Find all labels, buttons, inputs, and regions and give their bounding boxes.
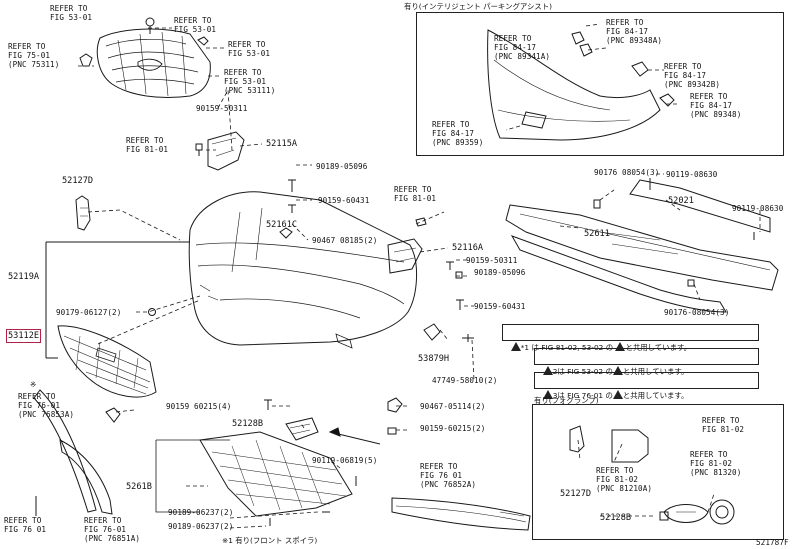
fog-lamp-drawing xyxy=(569,425,735,525)
refer-fig-81-02-label[interactable]: REFER TO FIG 81-02 (PNC 81320) xyxy=(690,450,742,477)
part-number-label[interactable]: 52611 xyxy=(584,229,610,239)
note-text-1: *1 は FIG 81-02, 53-02 の xyxy=(520,343,614,352)
part-number-label[interactable]: 90159-60215(2) xyxy=(420,424,486,433)
refer-fig-75-01-label[interactable]: REFER TO FIG 75-01 (PNC 75311) xyxy=(8,42,60,69)
refer-fig-53-01-pnc-label[interactable]: REFER TO FIG 53-01 (PNC 53111) xyxy=(224,68,276,95)
note-text-1b: と共用しています。 xyxy=(625,343,692,352)
selected-part-number-53112e[interactable]: 53112E xyxy=(5,329,42,343)
part-number-label[interactable]: 90176-08054(3) xyxy=(664,308,730,317)
part-number-label[interactable]: 90189-06237(2) xyxy=(168,522,234,531)
refer-fig-76-01-label[interactable]: REFER TO FIG 76 01 xyxy=(4,516,47,534)
part-number-label[interactable]: 5261B xyxy=(126,482,152,492)
front-spoiler-drawing xyxy=(391,497,531,531)
part-number-label[interactable]: 90189-06237(2) xyxy=(168,508,234,517)
part-number-label[interactable]: 90189-05096 xyxy=(316,162,368,171)
part-number-label[interactable]: 52021 xyxy=(668,196,694,206)
part-number-label[interactable]: 90159-60431 xyxy=(318,196,370,205)
part-number-label[interactable]: 90189-05096 xyxy=(474,268,526,277)
part-number-label[interactable]: 52127D xyxy=(62,176,94,186)
part-number-label[interactable]: 90176 08054(3) xyxy=(594,168,660,177)
bumper-cover-drawing xyxy=(188,191,418,349)
refer-fig-81-01-label[interactable]: REFER TO FIG 81-01 xyxy=(394,185,437,203)
part-number-label[interactable]: 52128B xyxy=(600,513,632,523)
part-number-label[interactable]: 90159-60431 xyxy=(474,302,526,311)
refer-fig-81-02-label[interactable]: REFER TO FIG 81-02 (PNC 81210A) xyxy=(596,466,653,493)
fog-lamp-inset-box xyxy=(532,404,784,540)
star-note-label: ※ xyxy=(30,380,37,389)
diagram-id: 521787F xyxy=(756,538,789,547)
part-number-label[interactable]: 52115A xyxy=(266,139,298,149)
part-number-label[interactable]: 90119-06819(5) xyxy=(312,456,378,465)
warning-triangle-icon xyxy=(612,390,623,399)
part-number-label[interactable]: 90119-08630 xyxy=(666,170,718,179)
part-number-label[interactable]: 90467-05114(2) xyxy=(420,402,486,411)
part-number-label[interactable]: 90119-08630 xyxy=(732,204,784,213)
refer-fig-76-01-label[interactable]: REFER TO FIG 76-01 (PNC 76853A) xyxy=(18,392,75,419)
refer-fig-84-17-label[interactable]: REFER TO FIG 84-17 (PNC 89359) xyxy=(432,120,484,147)
part-number-label[interactable]: 52161C xyxy=(266,220,298,230)
part-number-label[interactable]: 52119A xyxy=(8,272,40,282)
part-number-label[interactable]: 52116A xyxy=(452,243,484,253)
warning-triangle-icon xyxy=(510,342,521,351)
refer-fig-84-17-label[interactable]: REFER TO FIG 84-17 (PNC 89348A) xyxy=(606,18,663,45)
part-number-label[interactable]: 90467 08185(2) xyxy=(312,236,378,245)
refer-fig-84-17-label[interactable]: REFER TO FIG 84-17 (PNC 89348) xyxy=(690,92,742,119)
refer-fig-84-17-label[interactable]: REFER TO FIG 84-17 (PNC 89342B) xyxy=(664,62,721,89)
part-number-label[interactable]: 90159 60215(4) xyxy=(166,402,232,411)
part-number-label[interactable]: 53879H xyxy=(418,354,450,364)
part-number-label[interactable]: 52127D xyxy=(560,489,592,499)
note-text-3b: と共用しています。 xyxy=(622,391,689,400)
part-number-label[interactable]: 90159-50311 xyxy=(196,104,248,113)
warning-triangle-icon xyxy=(612,366,623,375)
note-box-1: *1 は FIG 81-02, 53-02 の と共用しています。 xyxy=(502,324,759,352)
part-number-label[interactable]: 52128B xyxy=(232,419,264,429)
under-cover-drawing xyxy=(199,431,353,517)
refer-fig-53-01-label[interactable]: REFER TO FIG 53-01 xyxy=(228,40,271,58)
part-number-label[interactable]: 90179-06127(2) xyxy=(56,308,122,317)
upper-grille-drawing xyxy=(96,28,211,98)
warning-triangle-icon xyxy=(615,342,626,351)
refer-fig-53-01-label[interactable]: REFER TO FIG 53-01 xyxy=(174,16,217,34)
refer-fig-81-01-label[interactable]: REFER TO FIG 81-01 xyxy=(126,136,169,154)
warning-triangle-icon xyxy=(542,390,553,399)
refer-fig-84-17-label[interactable]: REFER TO FIG 84-17 (PNC 89341A) xyxy=(494,34,551,61)
lower-grille-drawing xyxy=(57,325,157,398)
note-text-2a: は FIG 53-02 の xyxy=(557,367,613,376)
part-number-label[interactable]: 90159-50311 xyxy=(466,256,518,265)
reinforcement-drawing xyxy=(505,178,779,313)
fog-lamp-inset-title: 有り(フォグランプ) xyxy=(534,396,599,405)
warning-triangle-icon xyxy=(542,366,553,375)
part-number-label[interactable]: 47749-58010(2) xyxy=(432,376,498,385)
refer-fig-53-01-label[interactable]: REFER TO FIG 53-01 xyxy=(50,4,93,22)
parking-assist-drawing xyxy=(487,29,675,141)
front-spoiler-note: ※1 有り(フロント スポイラ) xyxy=(222,536,318,545)
parking-assist-inset-box xyxy=(416,12,784,156)
tri-number-2: 2 xyxy=(552,367,558,376)
note-box-3: 3は FIG 76-01 のと共用しています。 xyxy=(534,372,759,400)
tri-number-3: 3 xyxy=(552,391,558,400)
refer-fig-76-01-label[interactable]: REFER TO FIG 76-01 (PNC 76851A) xyxy=(84,516,141,543)
note-text-3a: は FIG 76-01 の xyxy=(557,391,613,400)
refer-fig-76-01-label[interactable]: REFER TO FIG 76 01 (PNC 76852A) xyxy=(420,462,477,489)
parking-assist-inset-title: 有り(インテリジェント パーキングアシスト) xyxy=(404,2,553,11)
note-text-2b: と共用しています。 xyxy=(622,367,689,376)
note-box-2: 2は FIG 53-02 のと共用しています。 xyxy=(534,348,759,376)
refer-fig-81-02-label[interactable]: REFER TO FIG 81-02 xyxy=(702,416,745,434)
